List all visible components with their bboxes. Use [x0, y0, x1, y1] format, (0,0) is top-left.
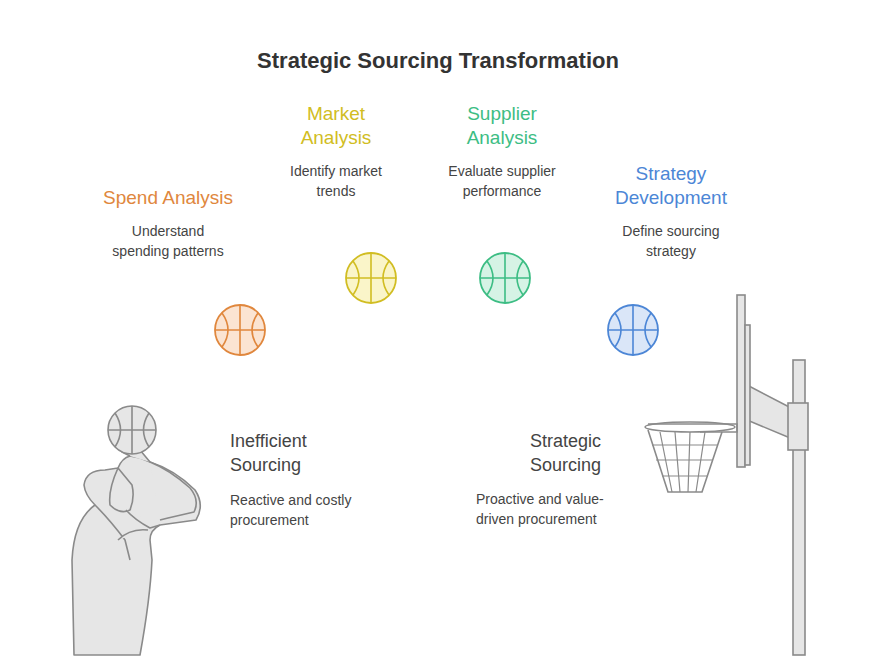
outcome-description: Proactive and value-driven procurement: [476, 489, 624, 529]
stage-description: Evaluate supplier performance: [437, 161, 567, 201]
ball-icon: [344, 251, 398, 305]
stage-description: Define sourcing strategy: [612, 221, 730, 261]
outcome-heading: Inefficient Sourcing: [230, 429, 340, 477]
diagram-title: Strategic Sourcing Transformation: [0, 48, 876, 74]
stage-description: Identify market trends: [277, 161, 395, 201]
stage-heading: Market Analysis: [286, 102, 386, 150]
ball-icon: [606, 303, 660, 357]
stage-description: Understand spending patterns: [103, 221, 233, 261]
stage-node: Market AnalysisIdentify market trends: [236, 102, 436, 201]
stage-heading: Supplier Analysis: [452, 102, 552, 150]
outcome-description: Reactive and costly procurement: [230, 490, 375, 530]
outcome-heading: Strategic Sourcing: [530, 429, 640, 477]
held-ball: [108, 406, 156, 454]
stage-node: Strategy DevelopmentDefine sourcing stra…: [571, 162, 771, 261]
basketball-hoop: [645, 295, 808, 655]
player-figure: [72, 446, 200, 655]
stage-node: Spend AnalysisUnderstand spending patter…: [68, 186, 268, 261]
ball-icon: [213, 303, 267, 357]
ball-icon: [478, 251, 532, 305]
stage-heading: Spend Analysis: [78, 186, 258, 210]
stage-heading: Strategy Development: [606, 162, 736, 210]
stage-node: Supplier AnalysisEvaluate supplier perfo…: [402, 102, 602, 201]
